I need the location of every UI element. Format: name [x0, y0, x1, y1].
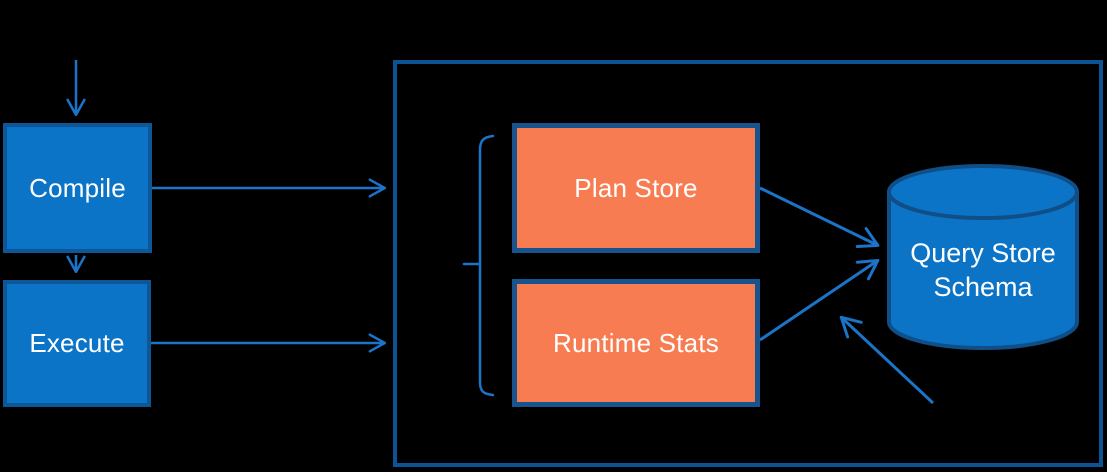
execute-label: Execute: [29, 328, 125, 358]
query-store-schema-label: Query Store Schema: [910, 238, 1056, 302]
query-store-container-outline: [393, 60, 1103, 467]
execute-node: Execute: [3, 280, 151, 407]
compile-node: Compile: [3, 123, 152, 253]
plan-store-label: Plan Store: [574, 172, 698, 203]
runtime-stats-label: Runtime Stats: [553, 327, 719, 358]
runtime-stats-node: Runtime Stats: [512, 279, 760, 407]
plan-store-node: Plan Store: [512, 123, 760, 253]
compile-label: Compile: [29, 172, 126, 203]
